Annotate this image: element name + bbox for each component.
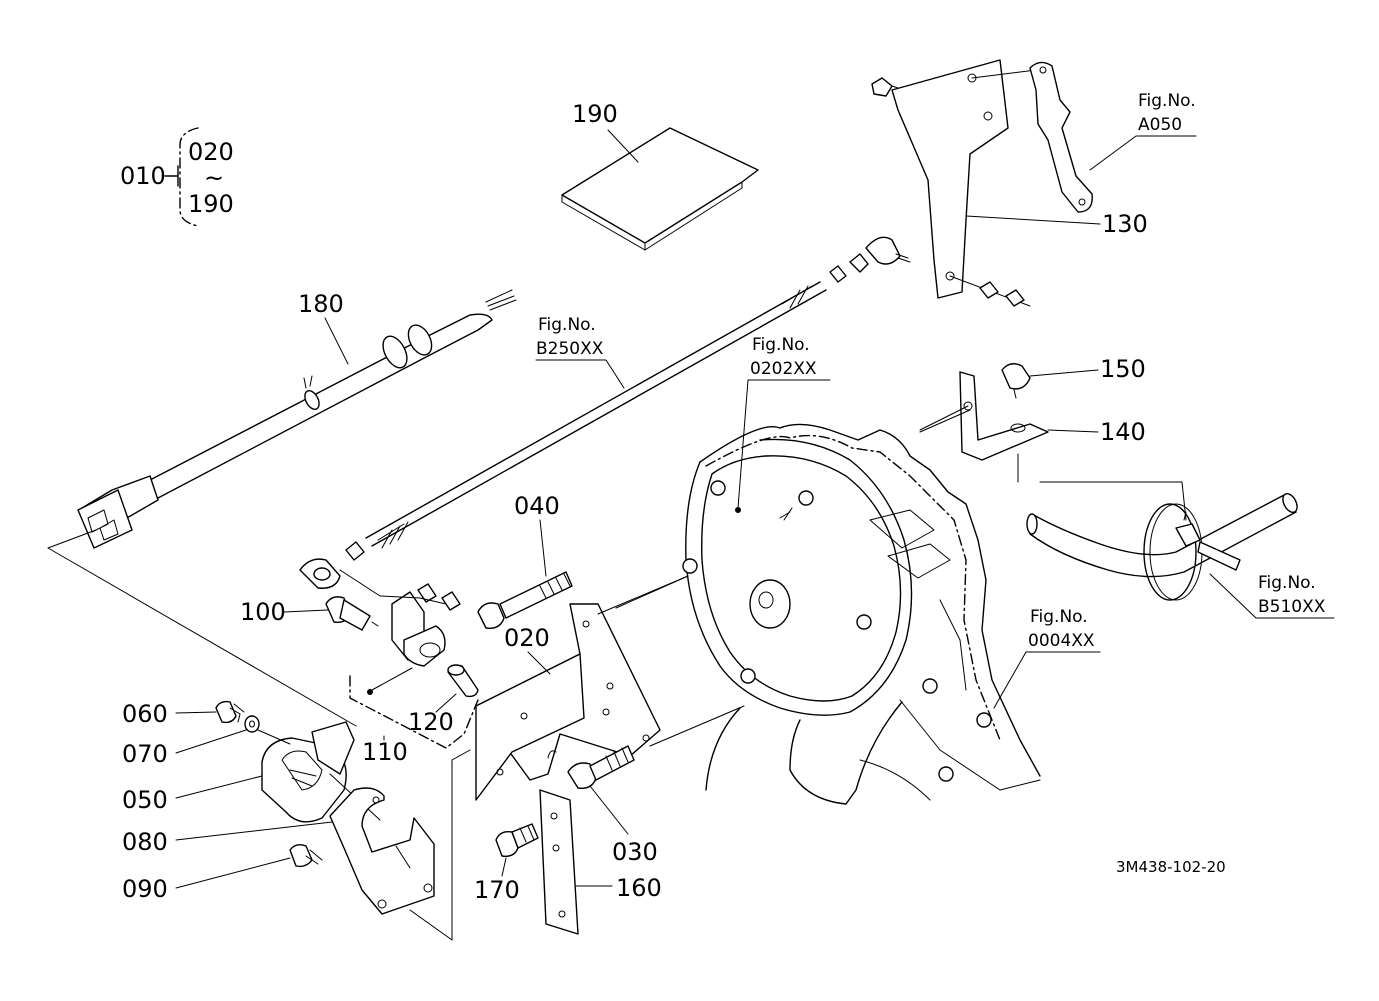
leader-190 xyxy=(607,129,639,163)
figref-a050-leader xyxy=(1089,135,1197,171)
label-170: 170 xyxy=(474,876,520,904)
leader-050 xyxy=(175,775,263,799)
label-180: 180 xyxy=(298,290,344,318)
label-040: 040 xyxy=(514,492,560,520)
part-180-harness: 180 xyxy=(77,289,517,549)
label-190: 190 xyxy=(572,100,618,128)
part-040-bolt: 040 xyxy=(477,492,573,629)
figref-0004-leader xyxy=(993,651,1101,709)
figref-a050: Fig.No. A050 xyxy=(1089,91,1197,171)
figref-0202: Fig.No. 0202XX xyxy=(737,335,831,509)
label-020: 020 xyxy=(504,624,550,652)
part-060-screw: 060 xyxy=(122,700,245,728)
label-120: 120 xyxy=(408,708,454,736)
part-030-bolt: 030 xyxy=(567,745,658,866)
figref-b250: Fig.No. B250XX xyxy=(535,315,625,389)
leader-090 xyxy=(175,857,291,889)
transmission-housing xyxy=(682,423,1041,805)
figref-0202-prefix: Fig.No. xyxy=(752,335,810,355)
part-140-bracket: 140 xyxy=(919,371,1187,521)
label-140: 140 xyxy=(1100,418,1146,446)
leader-140 xyxy=(1047,429,1099,433)
label-150: 150 xyxy=(1100,355,1146,383)
assembly-from: 020 xyxy=(188,138,234,166)
leader-130 xyxy=(965,215,1101,225)
label-030: 030 xyxy=(612,838,658,866)
part-190-manual: 190 xyxy=(561,100,759,251)
assembly-group: 010 020 ~ 190 xyxy=(120,127,234,227)
rod-assembly xyxy=(299,236,911,589)
leader-070 xyxy=(175,729,247,754)
figref-a050-code: A050 xyxy=(1138,115,1182,135)
part-120-bushing: 120 xyxy=(408,664,479,736)
part-090-bolt: 090 xyxy=(122,843,323,903)
part-150-bolt: 150 xyxy=(1001,355,1146,399)
figref-b510-code: B510XX xyxy=(1258,597,1326,617)
hose-clamp xyxy=(1026,493,1298,601)
label-070: 070 xyxy=(122,740,168,768)
part-100-pin: 100 xyxy=(240,596,379,631)
leader-030 xyxy=(589,785,629,835)
figref-0202-leader xyxy=(737,379,831,509)
leader-080 xyxy=(175,821,333,841)
part-130-bracket: 130 xyxy=(871,59,1148,307)
figref-b250-prefix: Fig.No. xyxy=(538,315,596,335)
part-160-strap: 160 xyxy=(539,789,662,935)
leader-120 xyxy=(435,693,457,713)
label-050: 050 xyxy=(122,786,168,814)
assembly-guide-lines xyxy=(47,409,971,941)
part-020-plate: 020 xyxy=(475,575,745,801)
assembly-number: 010 xyxy=(120,162,166,190)
label-110: 110 xyxy=(362,738,408,766)
part-170-bolt: 170 xyxy=(474,823,539,904)
label-160: 160 xyxy=(616,874,662,902)
drawing-code: 3M438-102-20 xyxy=(1116,858,1226,876)
label-080: 080 xyxy=(122,828,168,856)
leader-170 xyxy=(501,857,507,877)
figref-b510-prefix: Fig.No. xyxy=(1258,573,1316,593)
leader-060 xyxy=(175,711,217,714)
label-090: 090 xyxy=(122,875,168,903)
leader-150 xyxy=(1029,369,1099,377)
figref-0004-code: 0004XX xyxy=(1028,631,1095,651)
leader-040 xyxy=(539,519,547,577)
label-100: 100 xyxy=(240,598,286,626)
part-080-bracket: 080 xyxy=(122,787,435,915)
figref-0004: Fig.No. 0004XX xyxy=(993,607,1101,709)
assembly-to: 190 xyxy=(188,190,234,218)
leader-180 xyxy=(324,317,349,365)
part-050-sensor: 050 xyxy=(122,721,381,823)
part-070-washer: 070 xyxy=(122,715,291,768)
figref-b510: Fig.No. B510XX xyxy=(1209,573,1335,619)
figref-0202-code: 0202XX xyxy=(750,359,817,379)
leader-020 xyxy=(527,651,551,675)
label-060: 060 xyxy=(122,700,168,728)
leader-100 xyxy=(283,609,329,613)
figref-b250-code: B250XX xyxy=(536,339,604,359)
assembly-brace-tick xyxy=(164,165,179,187)
figref-0004-prefix: Fig.No. xyxy=(1030,607,1088,627)
figref-b510-leader xyxy=(1209,573,1335,619)
assembly-brace xyxy=(179,127,199,227)
label-130: 130 xyxy=(1102,210,1148,238)
figref-a050-prefix: Fig.No. xyxy=(1138,91,1196,111)
figref-b250-leader xyxy=(535,359,625,389)
assembly-tilde: ~ xyxy=(204,164,224,192)
part-110-clevis: 110 xyxy=(339,569,479,766)
